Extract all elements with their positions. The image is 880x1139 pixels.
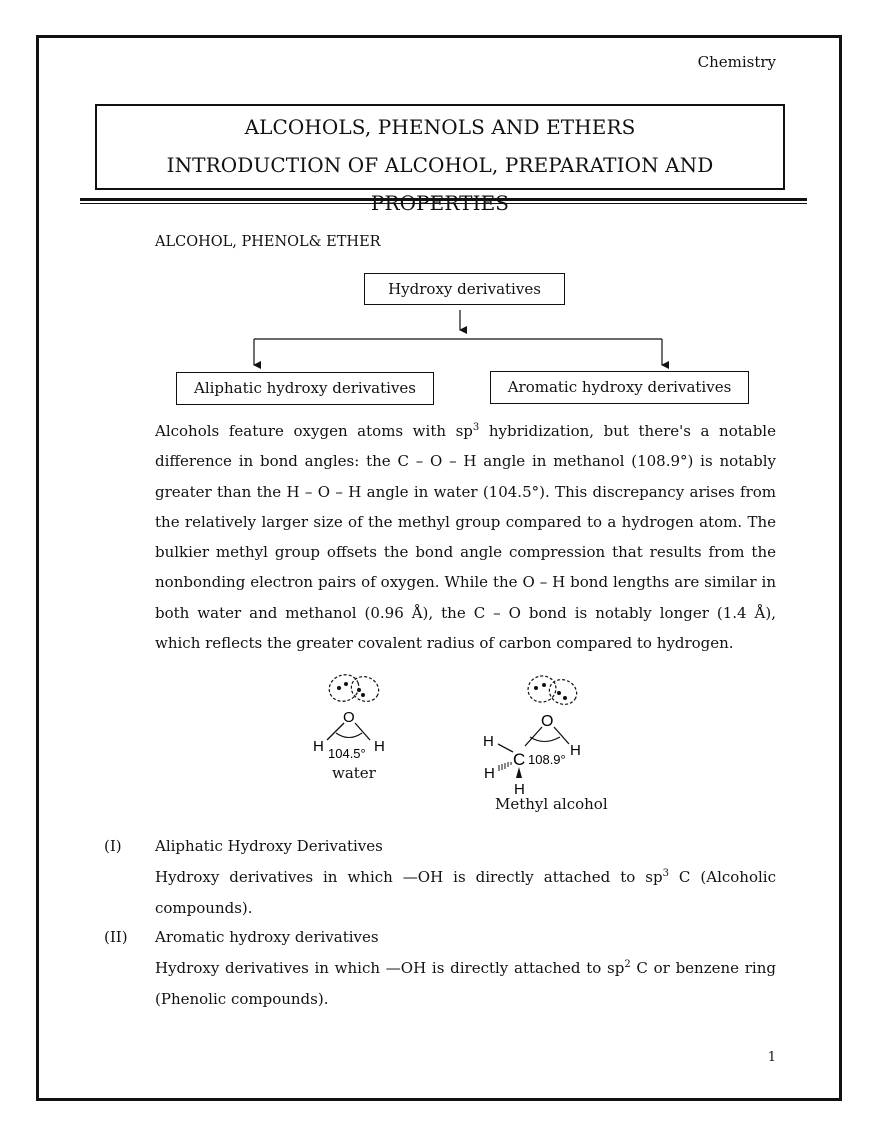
title-rule-thick	[80, 198, 807, 201]
title-rule-thin	[80, 203, 807, 204]
intro-paragraph: Alcohols feature oxygen atoms with sp3 h…	[155, 416, 776, 658]
tree-root-node: Hydroxy derivatives	[364, 273, 565, 305]
methanol-angle-arc	[529, 736, 561, 743]
tree-left-node: Aliphatic hydroxy derivatives	[176, 372, 434, 405]
item-2-number: (II)	[104, 928, 128, 946]
methanol-hydrogen-upper: H	[483, 733, 494, 750]
item-2-body-text-a: Hydroxy derivatives in which —OH is dire…	[155, 959, 625, 977]
methanol-ch-bond-upper	[497, 743, 514, 753]
water-bond-angle: 104.5°	[328, 746, 366, 761]
methanol-carbon-label: C	[513, 750, 525, 769]
tree-right-node: Aromatic hydroxy derivatives	[490, 371, 749, 404]
water-lone-pair-left	[328, 674, 360, 702]
water-bond-left	[326, 722, 345, 741]
item-2-body-text-b: C or benzene ring (Phenolic compounds).	[155, 959, 776, 1008]
item-2-superscript: 2	[624, 959, 631, 970]
methanol-electron-dot	[534, 686, 538, 690]
methanol-lone-pair-right	[548, 679, 578, 705]
water-electron-dot	[361, 693, 365, 697]
water-lone-pair-right	[350, 676, 380, 702]
page-number: 1	[767, 1050, 776, 1065]
title-line-1: ALCOHOLS, PHENOLS AND ETHERS	[244, 115, 636, 139]
item-1-superscript: 3	[662, 868, 669, 879]
methanol-electron-dot	[557, 691, 561, 695]
methanol-structure-diagram: O C H H H H 108.9°	[483, 675, 581, 798]
methanol-electron-dot	[542, 683, 546, 687]
methanol-hydrogen-hydroxyl: H	[570, 742, 581, 759]
methanol-hydrogen-bottom: H	[514, 781, 525, 798]
title-box: ALCOHOLS, PHENOLS AND ETHERS INTRODUCTIO…	[95, 104, 785, 215]
water-oxygen-label: O	[343, 709, 355, 726]
water-electron-dot	[344, 682, 348, 686]
methanol-bond-angle: 108.9°	[528, 752, 566, 767]
para-text-a: Alcohols feature oxygen atoms with sp	[155, 422, 473, 440]
page-border	[36, 35, 842, 1101]
methanol-electron-dot	[563, 696, 567, 700]
water-electron-dot	[357, 688, 361, 692]
methanol-caption: Methyl alcohol	[495, 795, 608, 813]
methanol-solid-wedge	[516, 767, 522, 778]
item-1-body: Hydroxy derivatives in which —OH is dire…	[155, 862, 776, 923]
water-structure-diagram: O H H 104.5°	[313, 674, 385, 761]
item-1-body-text-a: Hydroxy derivatives in which —OH is dire…	[155, 868, 663, 886]
item-1-number: (I)	[104, 837, 122, 855]
para-superscript: 3	[472, 422, 480, 433]
methanol-hashed-wedge	[498, 762, 512, 771]
water-hydrogen-left: H	[313, 738, 324, 755]
tree-connectors	[253, 310, 669, 369]
section-heading: ALCOHOL, PHENOL& ETHER	[155, 234, 381, 250]
water-hydrogen-right: H	[374, 738, 385, 755]
item-1-title: Aliphatic Hydroxy Derivatives	[155, 837, 383, 855]
methanol-oxygen-label: O	[541, 713, 553, 730]
water-bond-right	[354, 722, 371, 741]
water-electron-dot	[337, 686, 341, 690]
methanol-hydrogen-left: H	[484, 765, 495, 782]
subject-label: Chemistry	[697, 53, 776, 71]
water-angle-arc	[335, 732, 363, 739]
methanol-oh-bond	[553, 726, 570, 745]
item-1-body-text-b: C (Alcoholic compounds).	[155, 868, 776, 917]
water-caption: water	[332, 764, 376, 782]
item-2-title: Aromatic hydroxy derivatives	[155, 928, 379, 946]
methanol-co-bond	[524, 726, 543, 747]
item-2-body: Hydroxy derivatives in which —OH is dire…	[155, 953, 776, 1014]
para-text-b: hybridization, but there's a notable dif…	[155, 422, 776, 653]
